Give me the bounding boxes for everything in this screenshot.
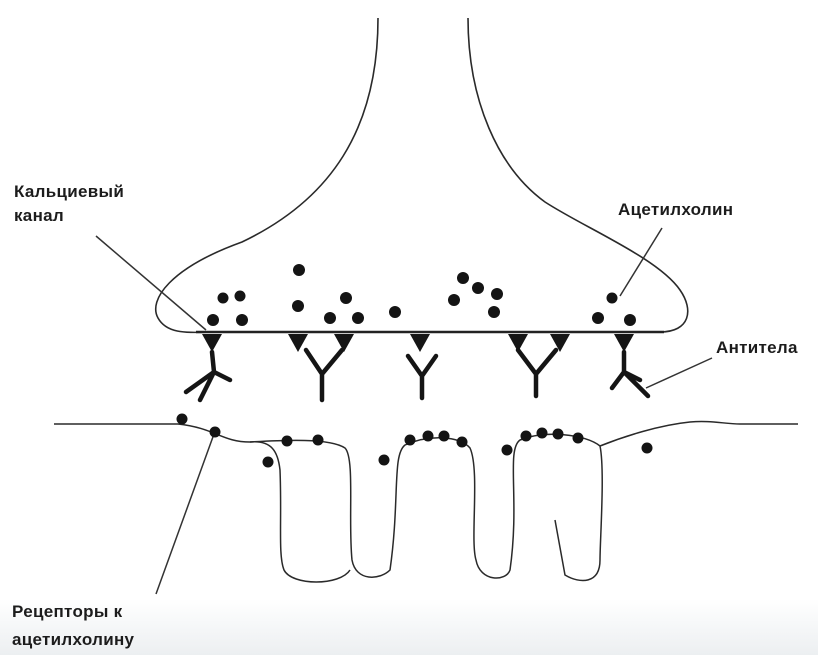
- label-calcium-channel-line1: Кальциевый: [14, 180, 124, 204]
- receptor: [313, 435, 324, 446]
- antibody: [612, 352, 648, 396]
- calcium-channel: [410, 334, 430, 352]
- ach-molecule: [235, 291, 246, 302]
- receptor: [423, 431, 434, 442]
- antibody: [186, 352, 230, 400]
- acetylcholine-molecules: [207, 264, 636, 326]
- label-receptors-line2: ацетилхолину: [12, 626, 134, 654]
- receptor: [502, 445, 513, 456]
- ach-molecule: [218, 293, 229, 304]
- label-acetylcholine: Ацетилхолин: [618, 198, 733, 222]
- receptor: [642, 443, 653, 454]
- receptor: [263, 457, 274, 468]
- ach-molecule: [324, 312, 336, 324]
- calcium-channel: [550, 334, 570, 352]
- ach-molecule: [340, 292, 352, 304]
- calcium-channel: [202, 334, 222, 352]
- receptor: [210, 427, 221, 438]
- receptor: [521, 431, 532, 442]
- receptor: [379, 455, 390, 466]
- calcium-channels: [202, 334, 634, 352]
- pointer-antibodies: [646, 358, 712, 388]
- ach-molecule: [472, 282, 484, 294]
- ach-molecule: [607, 293, 618, 304]
- ach-molecule: [352, 312, 364, 324]
- label-calcium-channel-line2: канал: [14, 204, 124, 228]
- ach-molecule: [293, 264, 305, 276]
- pointer-receptors: [156, 434, 214, 594]
- receptor: [537, 428, 548, 439]
- ach-molecule: [491, 288, 503, 300]
- ach-molecule: [448, 294, 460, 306]
- receptor: [282, 436, 293, 447]
- ach-molecule: [236, 314, 248, 326]
- ach-molecule: [292, 300, 304, 312]
- receptor: [573, 433, 584, 444]
- label-calcium-channel: Кальциевый канал: [14, 180, 124, 228]
- antibody: [518, 350, 556, 396]
- antibodies: [186, 350, 648, 400]
- acetylcholine-receptors: [177, 414, 653, 468]
- receptor: [177, 414, 188, 425]
- receptor: [553, 429, 564, 440]
- pointer-calcium-channel: [96, 236, 206, 330]
- receptor: [457, 437, 468, 448]
- ach-molecule: [457, 272, 469, 284]
- label-receptors: Рецепторы к ацетилхолину: [12, 598, 134, 654]
- ach-molecule: [592, 312, 604, 324]
- ach-molecule: [389, 306, 401, 318]
- presynaptic-terminal: [156, 18, 688, 332]
- ach-molecule: [624, 314, 636, 326]
- calcium-channel: [614, 334, 634, 352]
- postsynaptic-membrane: [54, 421, 798, 580]
- label-antibodies: Антитела: [716, 336, 798, 360]
- antibody: [408, 356, 436, 398]
- receptor: [439, 431, 450, 442]
- pointer-acetylcholine: [620, 228, 662, 296]
- label-receptors-line1: Рецепторы к: [12, 598, 134, 626]
- receptor: [405, 435, 416, 446]
- ach-molecule: [488, 306, 500, 318]
- antibody: [306, 350, 342, 400]
- ach-molecule: [207, 314, 219, 326]
